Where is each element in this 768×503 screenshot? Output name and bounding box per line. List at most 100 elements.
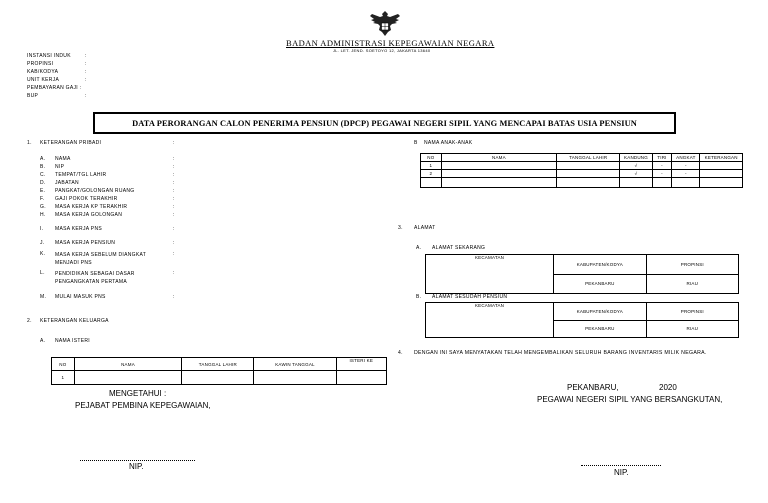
cell-no: 1: [420, 161, 442, 170]
item-label-mk-golongan: MASA KERJA GOLONGAN: [55, 212, 123, 218]
section2-number: 2.: [27, 318, 32, 324]
cell-keterangan[interactable]: [699, 169, 743, 178]
current-address-title: ALAMAT SEKARANG: [432, 245, 486, 251]
item-letter: L.: [40, 270, 45, 276]
right-sign-nip: NIP.: [614, 468, 629, 477]
current-address-table: KECAMATAN KABUPATEN/KODYA PROPINSI PEKAN…: [424, 254, 740, 294]
item-label-mk-kp: MASA KERJA KP TERAKHIR: [55, 204, 128, 210]
cell-isteri-ke[interactable]: [335, 370, 387, 385]
cell-kandung[interactable]: √: [619, 161, 653, 170]
item-label-nama: NAMA: [55, 156, 71, 162]
table-header-row: NO NAMA TANGGAL LAHIR KAWIN TANGGAL ISTE…: [51, 357, 387, 371]
cell-tiri[interactable]: -: [651, 161, 673, 170]
cell-tanggal-lahir[interactable]: [181, 370, 255, 385]
item-label-nip: NIP: [55, 164, 65, 170]
col-tanggal-lahir: TANGGAL LAHIR: [181, 357, 255, 371]
section4-number: 4.: [398, 350, 403, 356]
item-sep: :: [173, 270, 175, 276]
cell-keterangan[interactable]: [699, 177, 743, 188]
col-kandung: KANDUNG: [619, 153, 653, 162]
cell-propinsi[interactable]: RIAU: [645, 273, 740, 294]
meta-label-bup: BUP: [27, 93, 39, 99]
table-header-row: KECAMATAN KABUPATEN/KODYA PROPINSI: [424, 254, 740, 294]
cell-kandung[interactable]: √: [619, 169, 653, 178]
item-label-mk-pns: MASA KERJA PNS: [55, 226, 102, 232]
col-propinsi: PROPINSI: [645, 254, 740, 275]
cell-kabupaten[interactable]: PEKANBARU: [553, 319, 647, 338]
meta-label-kabkodya: KAB/KODYA: [27, 69, 59, 75]
item-sep: :: [173, 204, 175, 210]
section1-sep: :: [173, 140, 175, 146]
item-label-mk-pensiun: MASA KERJA PENSIUN: [55, 240, 116, 246]
item-letter: E.: [40, 188, 46, 194]
section4-statement: DENGAN INI SAYA MENYATAKAN TELAH MENGEMB…: [414, 350, 707, 356]
cell-angkat[interactable]: [671, 177, 701, 188]
after-address-title: ALAMAT SESUDAH PENSIUN: [432, 294, 508, 300]
children-section-letter: B: [414, 140, 418, 146]
cell-nama[interactable]: [73, 370, 183, 385]
item-sep: :: [173, 196, 175, 202]
item-label-mk-sebelum: MASA KERJA SEBELUM DIANGKAT MENJADI PNS: [55, 252, 146, 266]
cell-kabupaten[interactable]: PEKANBARU: [553, 273, 647, 294]
col-isteri-ke: ISTERI KE: [335, 357, 387, 371]
col-tanggal-lahir: TANGGAL LAHIR: [556, 153, 621, 162]
cell-tiri[interactable]: [651, 177, 673, 188]
cell-nama[interactable]: [440, 169, 558, 178]
cell-tanggal-lahir[interactable]: [556, 161, 621, 170]
meta-sep: :: [85, 69, 87, 75]
item-letter: A.: [40, 156, 46, 162]
cell-kawin-tanggal[interactable]: [253, 370, 337, 385]
meta-sep: :: [80, 85, 82, 91]
item-letter: D.: [40, 180, 46, 186]
cell-no: [420, 177, 442, 188]
col-kecamatan: KECAMATAN: [424, 254, 555, 294]
cell-nama[interactable]: [440, 177, 558, 188]
agency-address: JL. LET. JEND. SOETOYO 12, JAKARTA 13640: [333, 48, 431, 53]
agency-name: BADAN ADMINISTRASI KEPEGAWAIAN NEGARA: [286, 38, 495, 48]
item-label-pendidikan: PENDIDIKAN SEBAGAI DASAR PENGANGKATAN PE…: [55, 271, 135, 285]
cell-propinsi[interactable]: RIAU: [645, 319, 740, 338]
cell-keterangan[interactable]: [699, 161, 743, 170]
cell-angkat[interactable]: -: [671, 161, 701, 170]
meta-sep: :: [85, 77, 87, 83]
item-letter: F.: [40, 196, 45, 202]
cell-kandung[interactable]: [619, 177, 653, 188]
item-sep: :: [173, 251, 175, 257]
after-address-table: KECAMATAN KABUPATEN/KODYA PROPINSI PEKAN…: [424, 302, 740, 338]
meta-label-unit-kerja: UNIT KERJA: [27, 77, 60, 83]
cell-tanggal-lahir[interactable]: [556, 169, 621, 178]
item-sep: :: [173, 212, 175, 218]
item-sep: :: [173, 188, 175, 194]
table-header-row: KECAMATAN KABUPATEN/KODYA PROPINSI: [424, 302, 740, 338]
col-no: NO: [420, 153, 442, 162]
item-letter: I.: [40, 226, 44, 232]
cell-angkat[interactable]: -: [671, 169, 701, 178]
cell-tanggal-lahir[interactable]: [556, 177, 621, 188]
meta-sep: :: [85, 61, 87, 67]
item-letter: H.: [40, 212, 46, 218]
table-row: 1 √ - -: [420, 161, 743, 170]
item-letter: G.: [40, 204, 46, 210]
right-sign-line2: PEGAWAI NEGERI SIPIL YANG BERSANGKUTAN,: [537, 395, 723, 404]
left-sign-nip: NIP.: [129, 462, 144, 471]
cell-tiri[interactable]: -: [651, 169, 673, 178]
col-keterangan: KETERANGAN: [699, 153, 743, 162]
current-address-letter: A.: [416, 245, 422, 251]
item-letter: B.: [40, 164, 46, 170]
children-table: NO NAMA TANGGAL LAHIR KANDUNG TIRI ANGKA…: [420, 153, 743, 188]
cell-nama[interactable]: [440, 161, 558, 170]
section1-title: KETERANGAN PRIBADI: [40, 140, 102, 146]
item-label-mulai-pns: MULAI MASUK PNS: [55, 294, 106, 300]
meta-label-pembayaran-gaji: PEMBAYARAN GAJI: [27, 85, 78, 91]
meta-sep: :: [85, 53, 87, 59]
item-sep: :: [173, 164, 175, 170]
right-sign-place: PEKANBARU,: [567, 383, 619, 392]
wife-section-title: NAMA ISTERI: [55, 338, 90, 344]
col-tiri: TIRI: [651, 153, 673, 162]
table-row: PEKANBARU RIAU: [426, 319, 740, 338]
item-sep: :: [173, 156, 175, 162]
section3-title: ALAMAT: [414, 225, 436, 231]
document-title: DATA PERORANGAN CALON PENERIMA PENSIUN (…: [132, 118, 637, 128]
item-letter: J.: [40, 240, 45, 246]
table-row: 1: [51, 370, 387, 385]
